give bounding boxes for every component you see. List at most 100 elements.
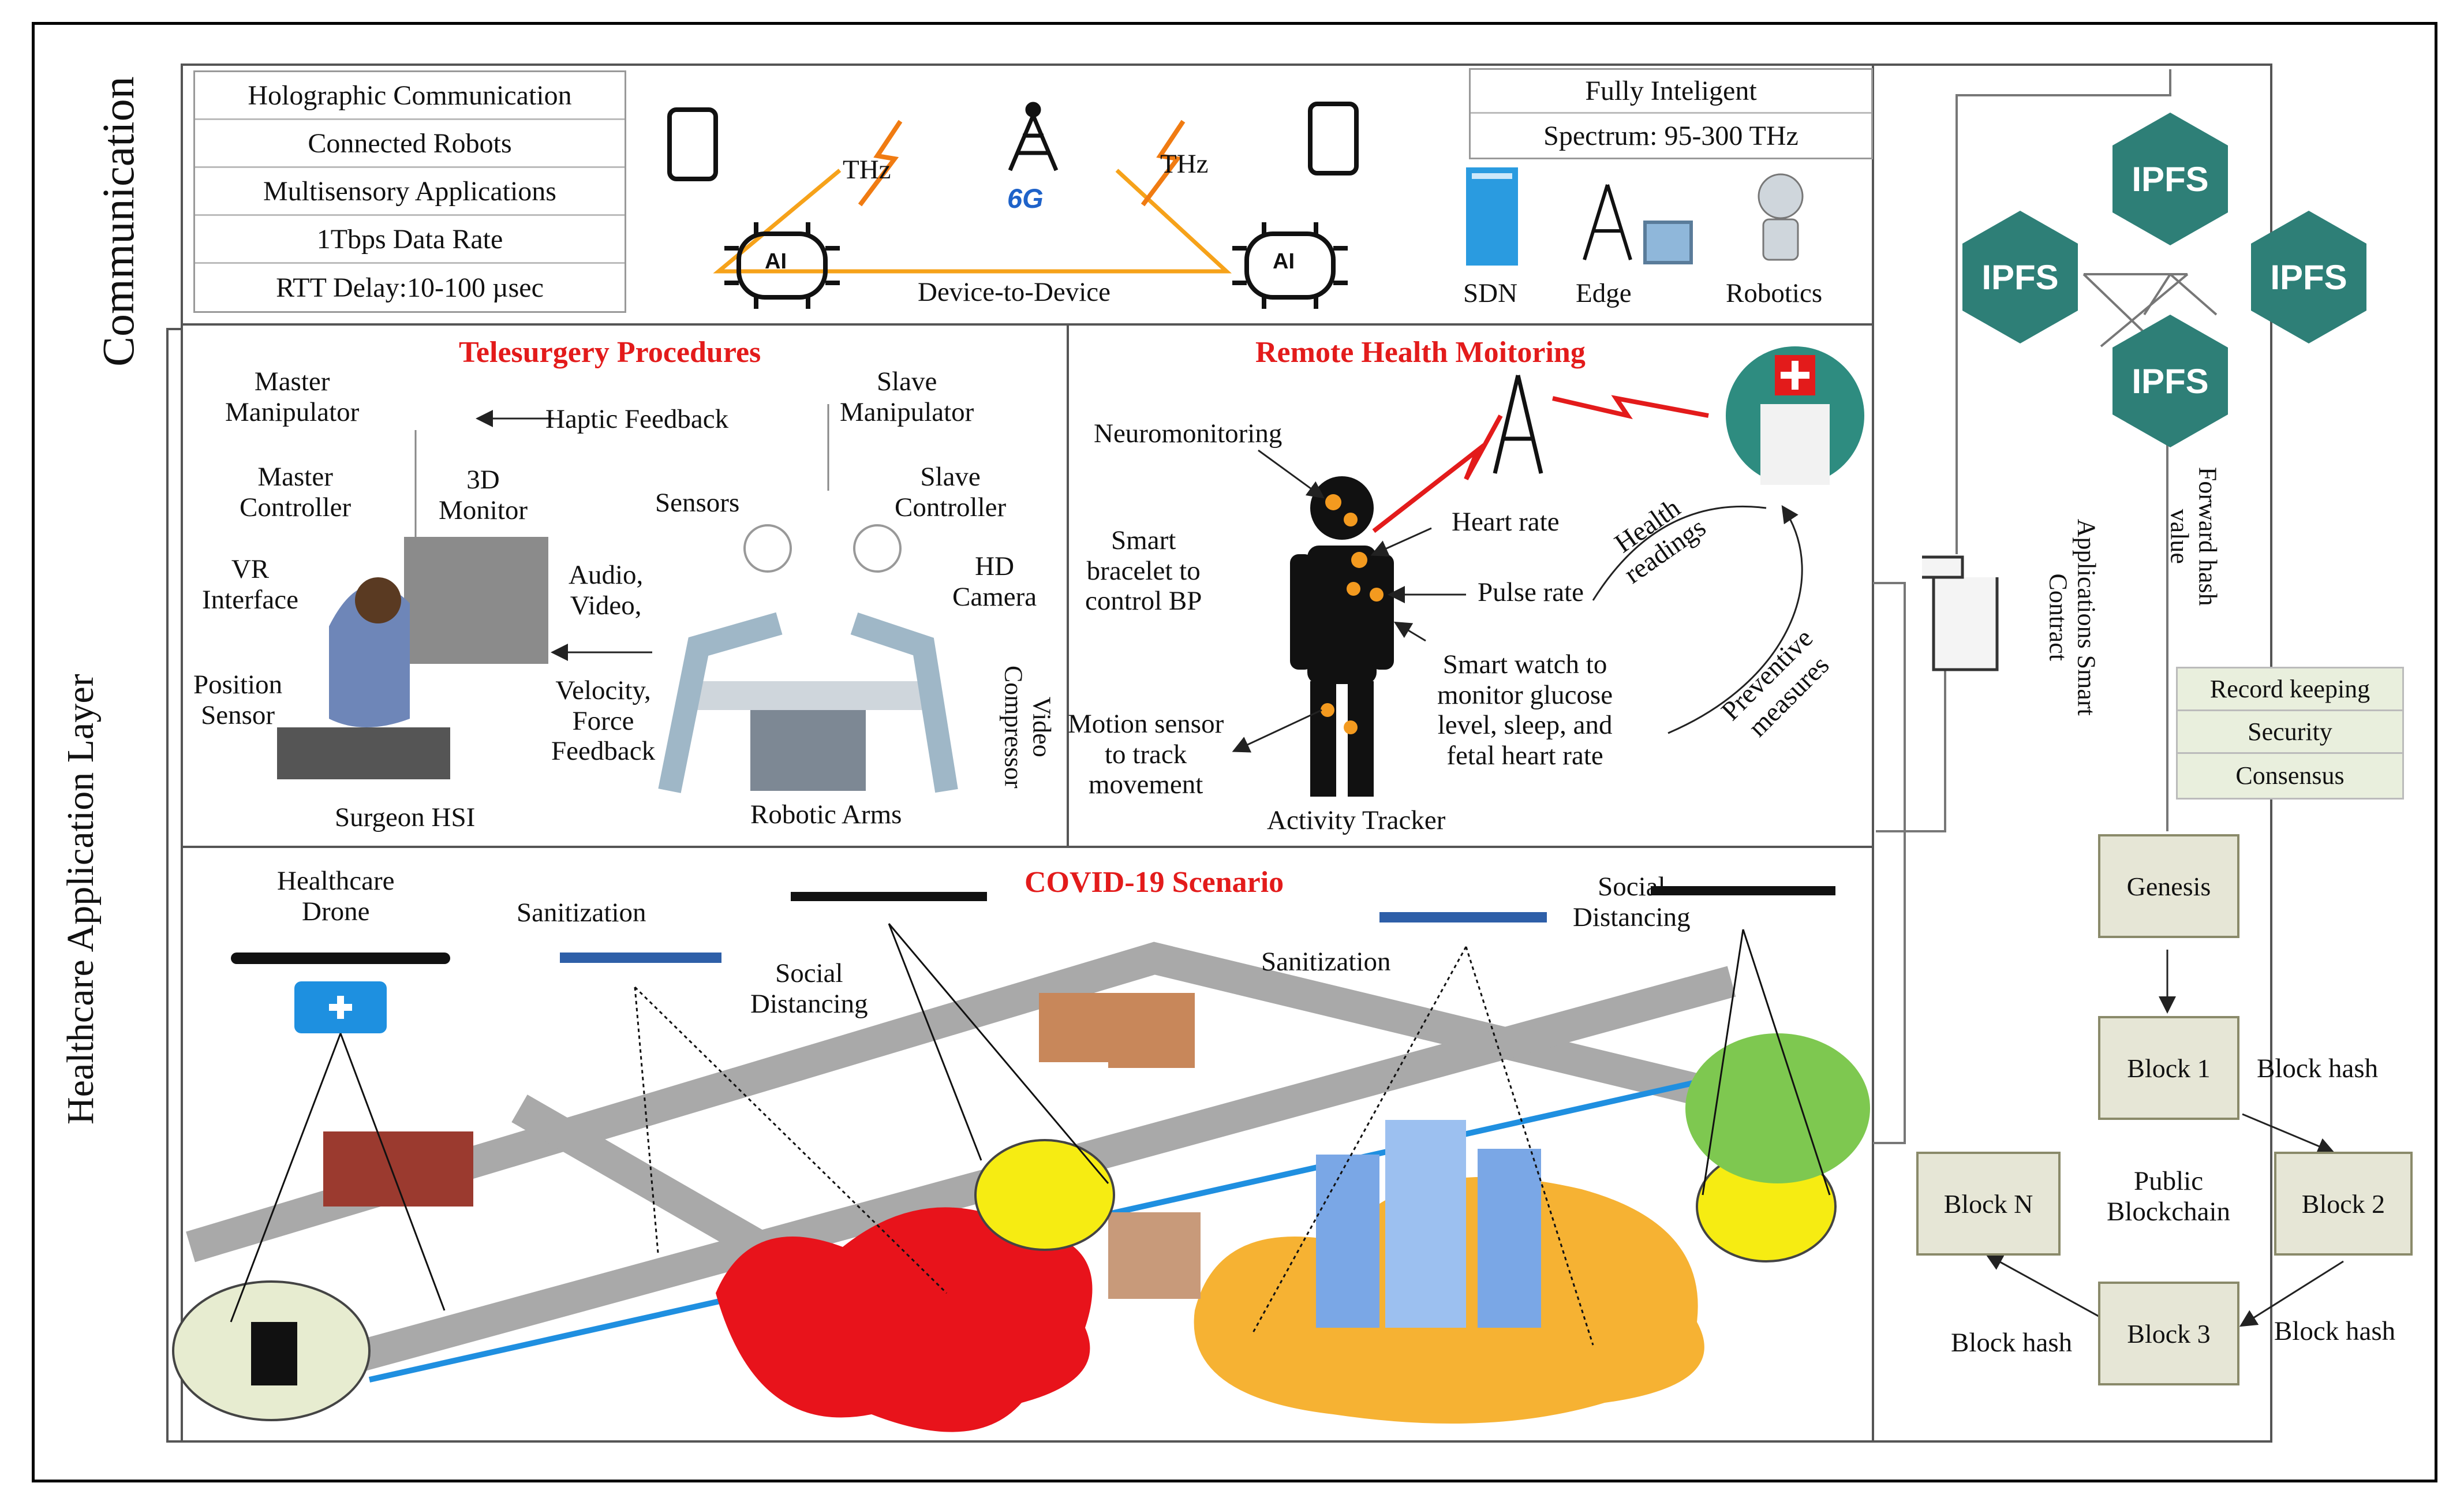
ai-chip-left [724, 222, 840, 309]
drone-icons [231, 886, 1835, 1033]
block-hash-label-2: Block hash [2274, 1316, 2396, 1346]
thz-bolt-right [1141, 119, 1186, 207]
activity-tracker-label: Activity Tracker [1267, 805, 1446, 835]
smart-contract-label: Applications Smart Contract [2044, 518, 2101, 716]
surgeon-console-image [277, 537, 548, 779]
vr-interface-label: VR Interface [202, 554, 298, 615]
slave-controller-label: Slave Controller [895, 462, 1007, 522]
healthcare-layer-label: Healthcare Application Layer [59, 674, 102, 1125]
d2d-label: Device-to-Device [918, 277, 1111, 307]
rhm-signal-bolt-2 [1552, 395, 1709, 420]
healthcare-drone-label: Healthcare Drone [277, 866, 395, 927]
telesurgery-title: Telesurgery Procedures [459, 336, 761, 369]
genesis-block: Genesis [2098, 834, 2239, 938]
figure-frame [32, 22, 2437, 1482]
comm-spec-box: Fully Inteligent Spectrum: 95-300 THz [1469, 68, 1873, 159]
audio-video-label: Audio, Video, [569, 560, 644, 621]
sensors-label: Sensors [655, 488, 740, 518]
velocity-feedback-label: Velocity, Force Feedback [551, 675, 656, 767]
surgeon-hsi-label: Surgeon HSI [335, 802, 476, 832]
robotics-label: Robotics [1726, 278, 1823, 308]
phone-icon-right [1308, 102, 1359, 175]
comm-feature-item: RTT Delay:10-100 µsec [276, 272, 544, 303]
thz-bolt-left [858, 119, 903, 207]
comm-feature-item: Connected Robots [195, 120, 625, 168]
thz-label-right: THz [1160, 149, 1209, 179]
block-hash-label-3: Block hash [1951, 1328, 2073, 1358]
motion-sensor-label: Motion sensor to track movement [1068, 709, 1224, 800]
six-g-logo: 6G [1007, 183, 1044, 214]
ipfs-node-bottom: IPFS [2101, 312, 2239, 450]
health-loop-right [1667, 505, 1803, 734]
human-silhouette [1290, 476, 1394, 797]
3d-monitor-label: 3D Monitor [439, 465, 528, 525]
rhm-signal-bolt [1372, 414, 1503, 533]
sdn-label: SDN [1463, 278, 1518, 308]
robot-icon [1758, 173, 1804, 261]
haptic-feedback-label: Haptic Feedback [545, 404, 729, 434]
ipfs-node-top: IPFS [2101, 110, 2239, 248]
public-blockchain-label: Public Blockchain [2107, 1166, 2231, 1227]
blockchain-service-item: Record keeping [2178, 668, 2402, 711]
thz-label-left: THz [843, 155, 891, 185]
edge-tower-icon [1583, 184, 1693, 264]
block-3: Block 3 [2098, 1282, 2239, 1385]
robotic-arms-label: Robotic Arms [750, 800, 902, 830]
block-n: Block N [1916, 1152, 2061, 1256]
blockchain-arrows [1985, 950, 2344, 1327]
sanitization-label-2: Sanitization [1261, 947, 1391, 977]
sdn-server-icon [1466, 167, 1518, 266]
rhm-title: Remote Health Moitoring [1255, 336, 1586, 369]
social-distancing-label-1: Social Distancing [750, 958, 868, 1019]
sanitization-label-1: Sanitization [517, 898, 646, 928]
block-2: Block 2 [2274, 1152, 2413, 1256]
neuromonitoring-label: Neuromonitoring [1094, 419, 1283, 449]
social-distancing-label-2: Social Distancing [1573, 872, 1691, 932]
section-borders [166, 64, 2272, 1443]
slave-manipulator-label: Slave Manipulator [840, 367, 974, 427]
blockchain-service-item: Security [2178, 711, 2402, 754]
video-compressor-label: Video Compressor [999, 665, 1056, 789]
sensor-dots [1321, 494, 1384, 734]
spectrum-label: Spectrum: 95-300 THz [1543, 120, 1799, 151]
ai-label-right: AI [1273, 249, 1295, 274]
contract-scroll-icon [1922, 555, 1999, 671]
robotic-arms-image [658, 524, 958, 793]
smart-bracelet-label: Smart bracelet to control BP [1085, 525, 1202, 617]
pulse-rate-label: Pulse rate [1478, 577, 1584, 607]
heart-rate-label: Heart rate [1452, 507, 1560, 537]
phone-icon-left [667, 107, 718, 181]
covid-city [172, 942, 1870, 1432]
health-loop-left [1592, 505, 1767, 601]
covid-title: COVID-19 Scenario [1025, 866, 1284, 899]
rhm-tower-icon [1493, 375, 1543, 474]
comm-feature-item: 1Tbps Data Rate [195, 216, 625, 264]
hospital-icon [1726, 346, 1864, 485]
block-1: Block 1 [2098, 1016, 2239, 1120]
blockchain-lines [1873, 69, 2218, 1144]
smart-watch-label: Smart watch to monitor glucose level, sl… [1437, 649, 1613, 771]
block-hash-label-1: Block hash [2257, 1054, 2379, 1084]
master-controller-label: Master Controller [240, 462, 352, 522]
position-sensor-label: Position Sensor [193, 670, 283, 730]
ipfs-node-left: IPFS [1951, 208, 2089, 346]
forward-hash-label: Forward hash value [2165, 466, 2222, 606]
tower-icon [1008, 102, 1059, 171]
comm-feature-item: Holographic Communication [195, 72, 625, 120]
ai-label-left: AI [765, 249, 787, 274]
ipfs-node-right: IPFS [2239, 208, 2378, 346]
ai-chip-right [1232, 222, 1348, 309]
covid-red-zone [716, 1207, 1093, 1432]
drone-beams [230, 923, 1831, 1346]
master-manipulator-label: Master Manipulator [225, 367, 360, 427]
edge-label: Edge [1576, 278, 1632, 308]
comm-feature-item: Multisensory Applications [195, 168, 625, 216]
six-g-triangle [713, 119, 1232, 274]
hd-camera-label: HD Camera [952, 551, 1037, 612]
blockchain-service-item: Consensus [2235, 761, 2345, 790]
rhm-arrows [1232, 449, 1466, 753]
communication-label: Communication [93, 76, 143, 367]
